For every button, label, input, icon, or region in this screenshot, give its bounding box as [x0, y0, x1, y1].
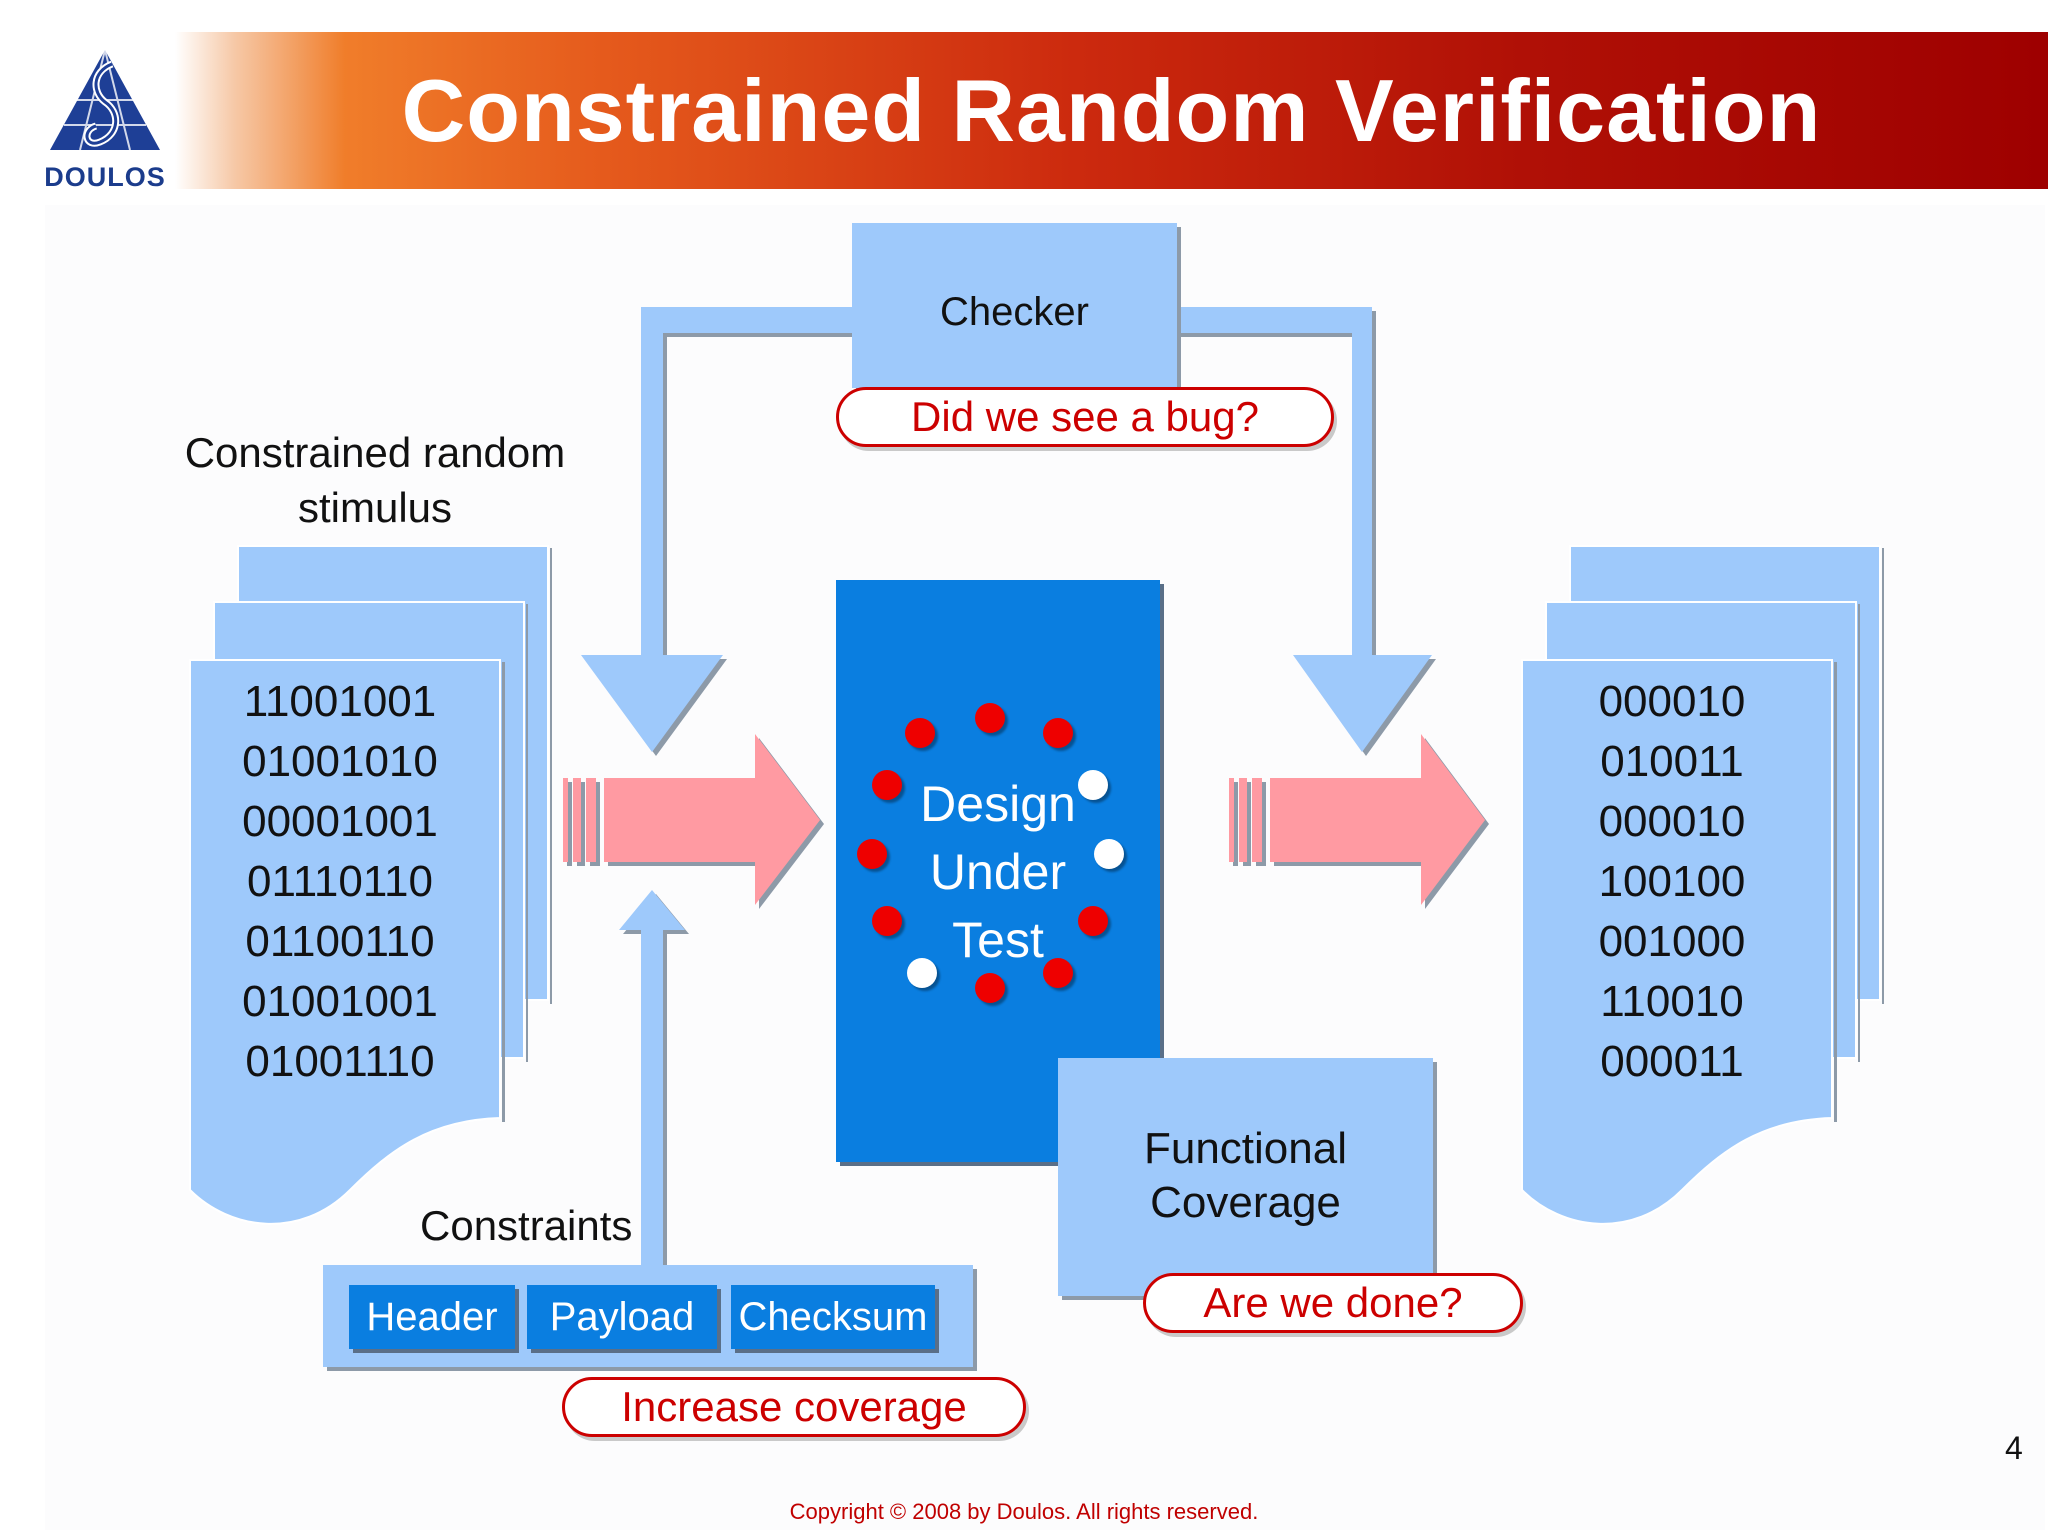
page-title: Constrained Random Verification [401, 60, 1822, 160]
dut-to-output-arrow [1229, 734, 1485, 905]
constraints-label: Constraints [420, 1202, 633, 1249]
dut-label: Design Under Test [836, 770, 1160, 974]
dut-label-line: Test [952, 912, 1044, 968]
output-line: 000010 [1598, 797, 1746, 846]
stimulus-line: 01001001 [242, 977, 438, 1026]
coverage-dot-white [1078, 770, 1108, 800]
stimulus-label-line: stimulus [297, 484, 453, 531]
dut-label-line: Under [929, 844, 1067, 900]
stimulus-bit-lines: 11001001 01001010 00001001 01110110 0110… [190, 672, 490, 1092]
output-line: 110010 [1600, 977, 1744, 1026]
constraint-header: Header [349, 1285, 515, 1349]
stimulus-line: 00001001 [242, 797, 438, 846]
title-bar [175, 32, 2048, 189]
doulos-logo-icon [50, 49, 160, 151]
constraint-payload: Payload [527, 1285, 717, 1349]
coverage-dot-red [1078, 906, 1108, 936]
copyright-notice: Copyright © 2008 by Doulos. All rights r… [789, 1499, 1259, 1524]
output-line: 100100 [1598, 857, 1746, 906]
output-line: 000010 [1598, 677, 1746, 726]
slide-number: 4 [2005, 1430, 2023, 1466]
output-line: 000011 [1600, 1037, 1744, 1086]
checker-callout: Did we see a bug? [836, 387, 1334, 447]
stimulus-to-dut-arrow [563, 734, 820, 905]
coverage-label-line: Functional [1143, 1124, 1347, 1173]
stimulus-label: Constrained random stimulus [150, 425, 600, 535]
stimulus-line: 01110110 [247, 857, 433, 906]
constraint-checksum: Checksum [731, 1285, 935, 1349]
output-document-stack [1521, 545, 1884, 1225]
coverage-dot-red [905, 718, 935, 748]
stimulus-label-line: Constrained random [184, 429, 566, 476]
stimulus-line: 01001010 [242, 737, 438, 786]
coverage-dot-red [975, 973, 1005, 1003]
coverage-dot-white [1094, 839, 1124, 869]
checker-right-arrow [1177, 307, 1432, 752]
coverage-dot-white [907, 958, 937, 988]
dut-label-line: Design [920, 776, 1076, 832]
coverage-dot-red [872, 906, 902, 936]
checker-label: Checker [940, 290, 1089, 334]
constraints-callout: Increase coverage [562, 1377, 1026, 1437]
constraints-up-arrow [619, 890, 685, 1265]
stimulus-line: 01001110 [245, 1037, 435, 1086]
checker-box [852, 223, 1177, 388]
output-line: 001000 [1598, 917, 1746, 966]
stimulus-document-stack [189, 545, 552, 1225]
coverage-dot-red [1043, 958, 1073, 988]
coverage-dot-red [857, 839, 887, 869]
logo-text: DOULOS [44, 162, 166, 192]
functional-coverage-label: Functional Coverage [1058, 1122, 1433, 1230]
coverage-label-line: Coverage [1150, 1178, 1341, 1227]
output-line: 010011 [1600, 737, 1744, 786]
output-bit-lines: 000010 010011 000010 100100 001000 11001… [1522, 672, 1822, 1092]
checker-left-arrow [581, 307, 852, 752]
coverage-dot-red [1043, 718, 1073, 748]
coverage-dot-red [975, 703, 1005, 733]
stimulus-line: 01100110 [245, 917, 435, 966]
coverage-callout: Are we done? [1143, 1273, 1523, 1333]
functional-coverage-box [1058, 1058, 1433, 1296]
coverage-dot-red [872, 770, 902, 800]
stimulus-line: 11001001 [243, 677, 437, 726]
